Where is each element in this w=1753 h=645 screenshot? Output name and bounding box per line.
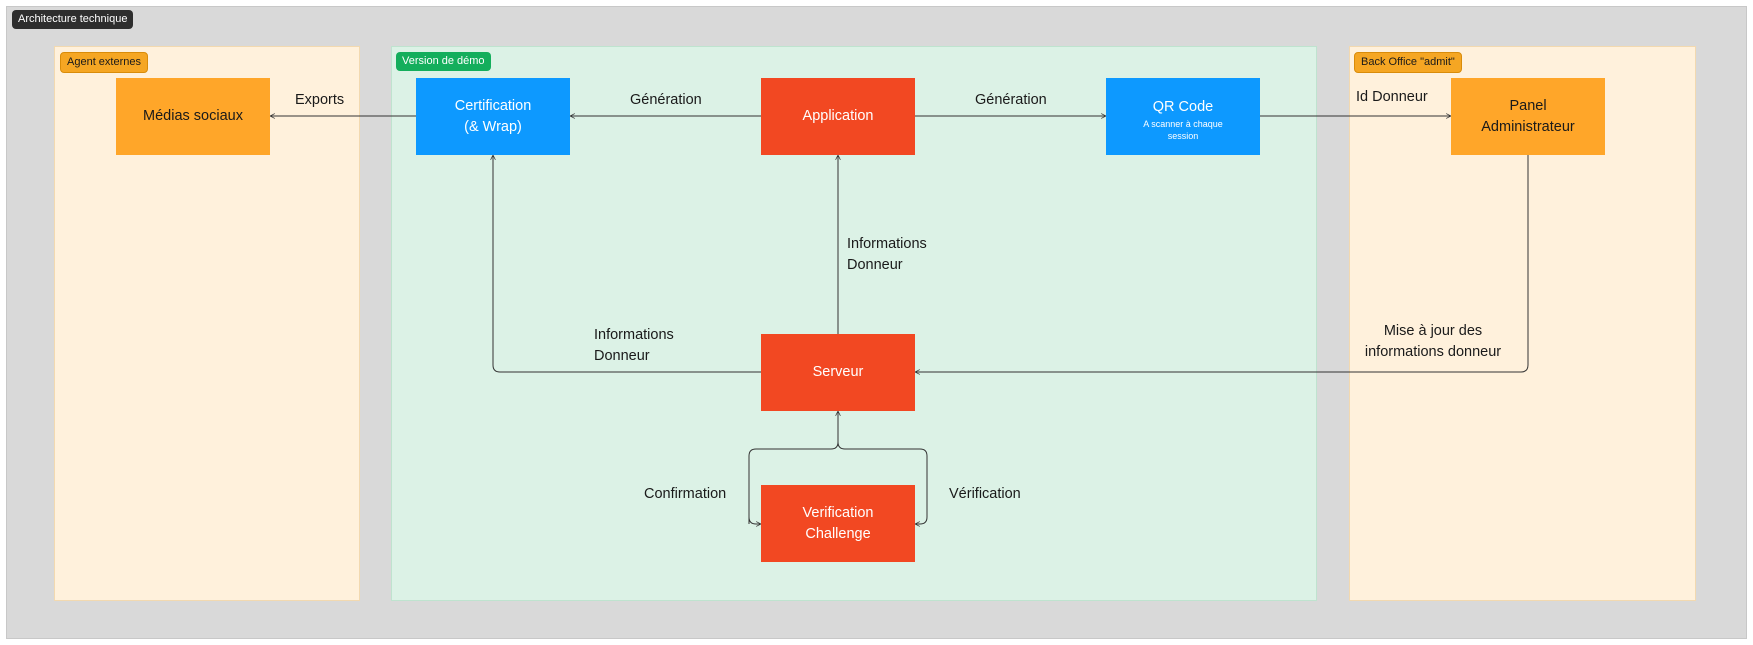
node-admin-panel[interactable]: Panel Administrateur <box>1451 78 1605 155</box>
edge-label-generation-left: Génération <box>630 92 702 108</box>
edge-label-generation-right: Génération <box>975 92 1047 108</box>
node-qr-code-label: QR Code <box>1152 99 1214 115</box>
edge-label-exports: Exports <box>295 92 345 108</box>
edge-confirmation-arrow <box>748 516 761 524</box>
edge-label-info-up-line2: Donneur <box>847 257 903 273</box>
edge-challenge-to-server <box>748 411 838 524</box>
edge-label-confirmation: Confirmation <box>644 486 727 502</box>
node-application-label: Application <box>802 108 874 124</box>
edge-panel-to-server <box>915 155 1529 372</box>
node-certification-label: Certification <box>454 97 532 114</box>
edge-server-to-challenge <box>837 441 928 524</box>
section-demo-tag: Version de démo <box>396 52 491 71</box>
section-backoffice-tag: Back Office "admit" <box>1354 52 1462 73</box>
node-admin-panel-sublabel: Administrateur <box>1481 118 1575 135</box>
edge-label-verification: Vérification <box>949 486 1021 502</box>
section-external-tag: Agent externes <box>60 52 148 73</box>
node-server[interactable]: Serveur <box>761 334 915 411</box>
node-verification-challenge[interactable]: Verification Challenge <box>761 485 915 562</box>
edge-label-info-left: Informations Donneur <box>594 325 674 367</box>
node-server-label: Serveur <box>812 364 864 380</box>
frame-title: Architecture technique <box>12 10 134 29</box>
edge-label-maj-line2: informations donneur <box>1364 344 1502 360</box>
node-certification[interactable]: Certification (& Wrap) <box>416 78 570 155</box>
node-certification-sublabel: (& Wrap) <box>464 118 522 135</box>
edge-label-maj: Mise à jour des informations donneur <box>1358 321 1508 363</box>
node-social-media[interactable]: Médias sociaux <box>116 78 270 155</box>
edge-label-info-up: Informations Donneur <box>847 234 927 276</box>
node-qr-code-note: A scanner à chaque session <box>1143 119 1223 141</box>
edge-label-id-donneur: Id Donneur <box>1356 89 1428 105</box>
node-qr-code[interactable]: QR Code A scanner à chaque session <box>1106 78 1260 155</box>
edge-label-maj-line1: Mise à jour des <box>1383 323 1483 339</box>
edge-label-info-up-line1: Informations <box>847 236 927 252</box>
node-verification-label: Verification <box>802 504 874 521</box>
edge-label-info-left-line1: Informations <box>594 327 674 343</box>
node-admin-panel-label: Panel <box>1509 97 1547 114</box>
edge-label-info-left-line2: Donneur <box>594 348 650 364</box>
node-application[interactable]: Application <box>761 78 915 155</box>
node-verification-sublabel: Challenge <box>805 525 871 542</box>
edge-server-to-certification <box>493 155 761 373</box>
node-social-media-label: Médias sociaux <box>143 108 243 124</box>
